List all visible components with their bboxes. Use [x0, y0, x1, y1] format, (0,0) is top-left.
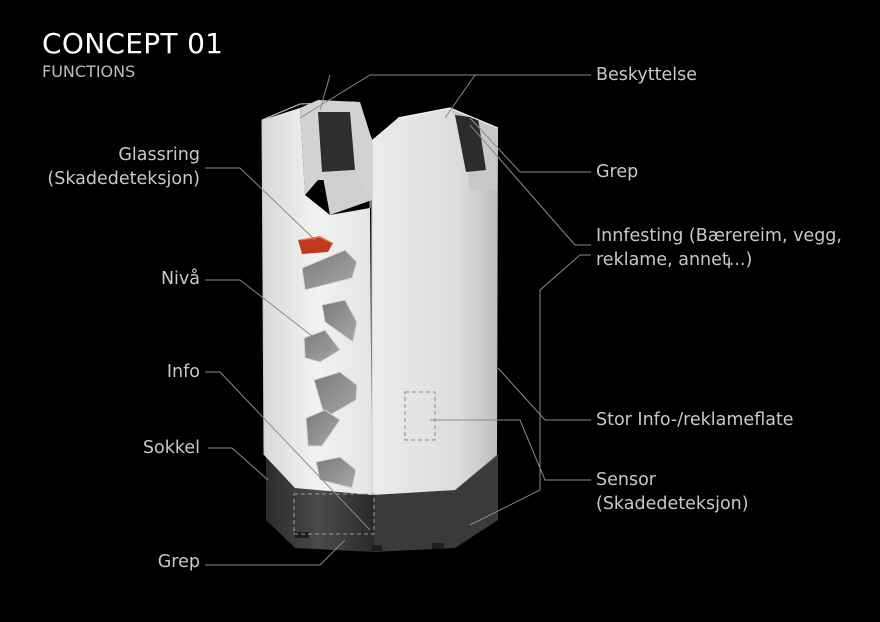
page-subtitle: FUNCTIONS: [42, 62, 136, 81]
label-niva: Nivå: [160, 269, 200, 289]
label-beskyttelse: Beskyttelse: [596, 65, 697, 85]
text-cursor-icon: Ι: [727, 256, 732, 272]
label-glassring: Glassring (Skadedeteksjon): [47, 143, 200, 191]
label-innfesting-line1: Innfesting (Bærereim, vegg,: [596, 226, 842, 246]
label-glassring-line1: Glassring: [118, 145, 200, 165]
level-windows: [301, 249, 358, 489]
glassring-accent: [298, 236, 333, 254]
label-sensor: Sensor (Skadedeteksjon): [596, 468, 749, 516]
label-grep-top: Grep: [596, 162, 639, 182]
label-grep-bottom: Grep: [157, 552, 200, 572]
sokkel-info-dashed: [293, 493, 375, 535]
label-stor-info: Stor Info-/reklameflate: [596, 410, 794, 430]
info-area-dashed: [404, 391, 436, 441]
label-info: Info: [166, 362, 200, 382]
label-innfesting: Innfesting (Bærereim, vegg, reklame, ann…: [596, 224, 842, 272]
product-body: [261, 100, 499, 495]
label-glassring-line2: (Skadedeteksjon): [47, 169, 200, 189]
label-innfesting-line2: reklame, annet...): [596, 250, 753, 270]
label-sokkel: Sokkel: [142, 438, 200, 458]
label-sensor-line1: Sensor: [596, 470, 656, 490]
page-title: CONCEPT 01: [42, 27, 224, 60]
label-sensor-line2: (Skadedeteksjon): [596, 494, 749, 514]
leader-lines: [205, 74, 591, 566]
